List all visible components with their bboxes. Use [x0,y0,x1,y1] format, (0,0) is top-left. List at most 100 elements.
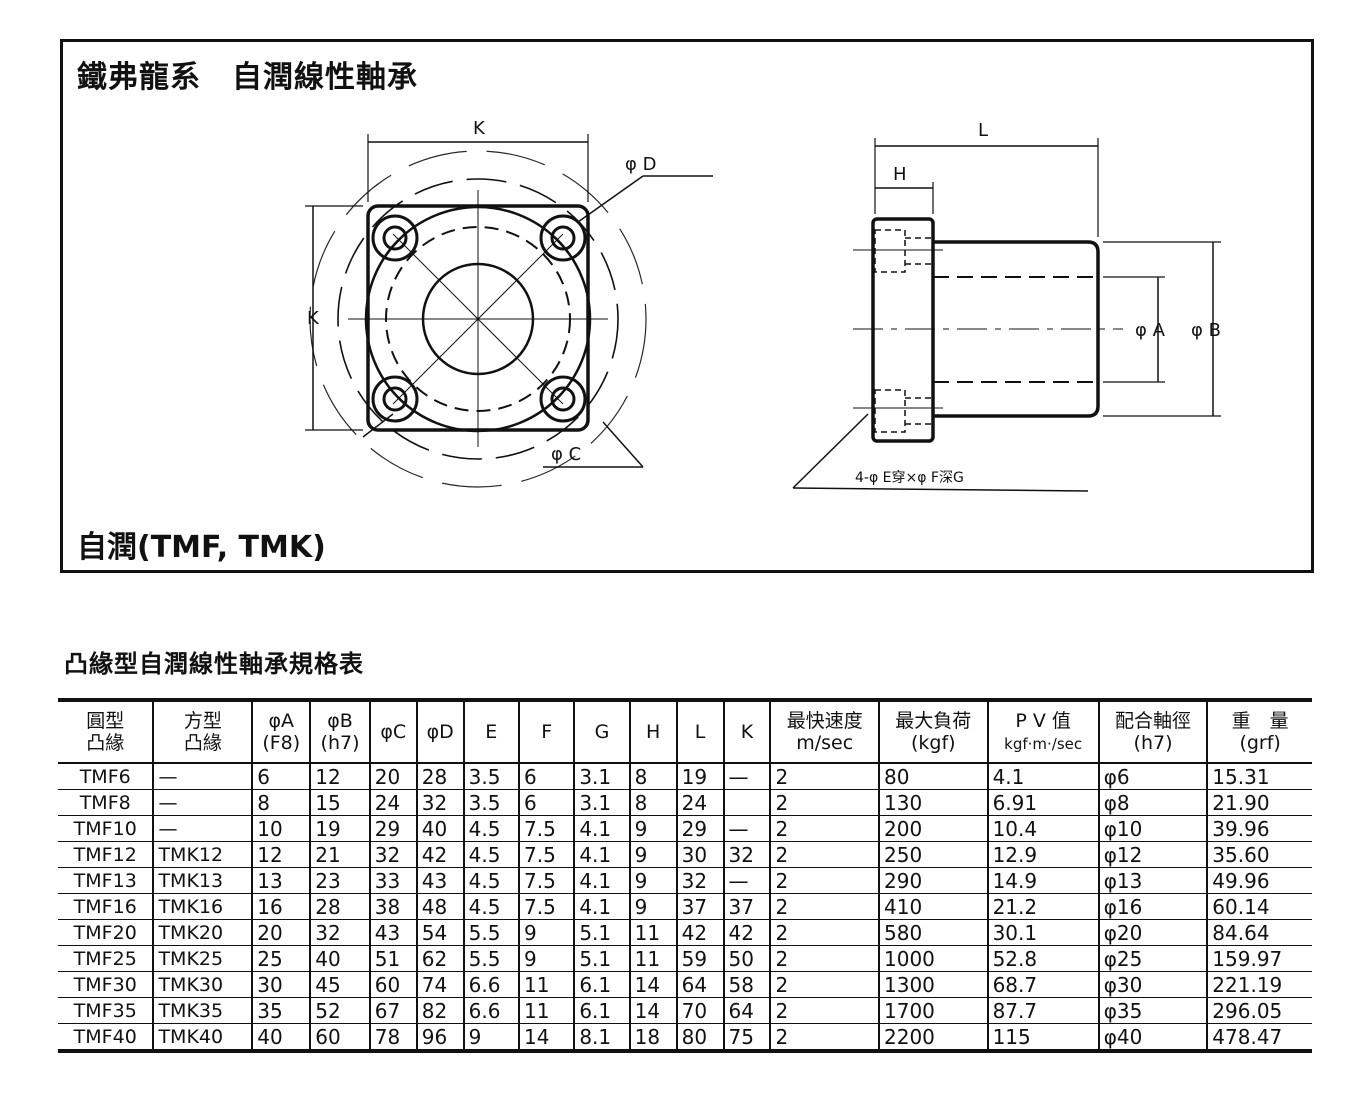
table-cell: 290 [878,867,988,894]
table-cell: 410 [878,893,988,920]
table-cell: TMK35 [152,997,253,1024]
table-cell: 42 [415,841,464,868]
table-cell: TMF12 [58,841,154,868]
header-cell: 重 量(grf) [1206,700,1312,764]
table-cell: 7.5 [517,893,575,920]
table-cell: 40 [309,945,370,972]
table-cell: 13 [251,867,311,894]
side-view [792,138,1221,492]
table-cell: 38 [368,893,417,920]
table-cell: 2 [769,919,879,946]
header-cell: L [675,700,724,764]
table-cell: TMK12 [152,841,253,868]
table-cell: 6 [251,763,311,790]
table-cell: 7.5 [517,841,575,868]
table-cell: 3.1 [573,763,630,790]
table-cell: 5.5 [462,919,519,946]
table-cell: — [722,867,771,894]
table-cell: 9 [628,867,677,894]
table-cell: φ13 [1097,867,1208,894]
table-cell: 37 [722,893,771,920]
table-cell: 2 [769,763,879,790]
table-cell: 60 [309,1023,370,1052]
table-cell: 9 [628,841,677,868]
table-cell: 39.96 [1206,815,1312,842]
table-cell: 30.1 [986,919,1099,946]
table-cell: 6.1 [573,997,630,1024]
table-cell: 159.97 [1206,945,1312,972]
table-cell: TMF40 [58,1023,154,1052]
dim-h: H [893,164,907,185]
table-cell: φ8 [1097,789,1208,816]
table-cell: φ35 [1097,997,1208,1024]
header-cell: H [628,700,677,764]
table-cell: TMF25 [58,945,154,972]
table-cell: 60 [368,971,417,998]
table-cell: 9 [628,815,677,842]
table-cell: 9 [517,919,575,946]
table-cell: 54 [415,919,464,946]
table-cell: 24 [368,789,417,816]
table-cell: 45 [309,971,370,998]
table-cell: 43 [415,867,464,894]
table-cell: 30 [675,841,724,868]
table-cell: — [152,815,253,842]
table-cell: 9 [462,1023,519,1052]
table-cell: 12 [251,841,311,868]
table-cell: 29 [675,815,724,842]
table-cell: φ12 [1097,841,1208,868]
table-cell: φ40 [1097,1023,1208,1052]
table-cell: TMK13 [152,867,253,894]
table-cell: TMK40 [152,1023,253,1052]
table-cell: 4.1 [986,763,1099,790]
table-cell: 19 [309,815,370,842]
table-cell: 64 [675,971,724,998]
table-cell: 32 [415,789,464,816]
table-cell: TMF30 [58,971,154,998]
front-view [305,134,713,488]
table-cell: 29 [368,815,417,842]
table-cell: 8 [628,789,677,816]
table-cell: 52 [309,997,370,1024]
table-cell: 75 [722,1023,771,1052]
table-cell: 2 [769,997,879,1024]
table-cell: 8.1 [573,1023,630,1052]
table-cell: 50 [722,945,771,972]
panel-title: 鐵弗龍系 自潤線性軸承 [77,60,418,95]
table-cell: 2 [769,867,879,894]
table-cell: 4.5 [462,815,519,842]
dim-k-side: K [307,308,320,329]
dim-k-top: K [473,118,486,139]
table-cell: 58 [722,971,771,998]
table-cell: 14.9 [986,867,1099,894]
table-cell: 4.5 [462,893,519,920]
table-cell: 14 [628,997,677,1024]
table-cell: 64 [722,997,771,1024]
table-cell: 6 [517,763,575,790]
table-cell: 20 [368,763,417,790]
table-cell: 33 [368,867,417,894]
table-cell: 43 [368,919,417,946]
header-cell: 最大負荷(kgf) [878,700,988,764]
header-cell: φD [415,700,464,764]
table-cell: 3.5 [462,763,519,790]
table-cell: 580 [878,919,988,946]
table-cell: 67 [368,997,417,1024]
table-cell: 70 [675,997,724,1024]
table-cell: TMF13 [58,867,154,894]
table-cell: TMF6 [58,763,154,790]
header-cell: φB(h7) [309,700,370,764]
dim-phi-d: φ D [625,154,656,175]
table-cell: 10.4 [986,815,1099,842]
dim-phi-c: φ C [551,444,581,465]
table-cell: 5.1 [573,919,630,946]
table-cell: 96 [415,1023,464,1052]
table-cell: φ16 [1097,893,1208,920]
table-cell: 35.60 [1206,841,1312,868]
